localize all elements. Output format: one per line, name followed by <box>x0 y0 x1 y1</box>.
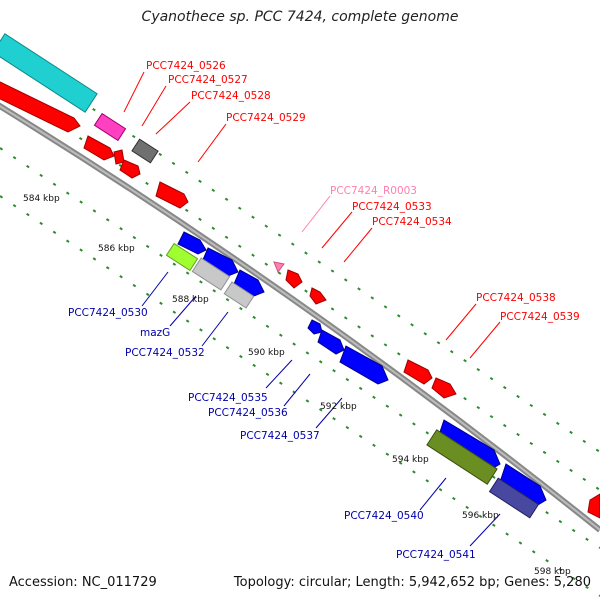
gene-label: PCC7424_0540 <box>344 510 424 522</box>
gene-label: PCC7424_0533 <box>352 201 432 213</box>
gene-arrow-blue-0535 <box>307 319 323 335</box>
gene-arrow-blue-1 <box>177 231 207 255</box>
scale-label: 596 kbp <box>462 511 499 521</box>
leader-0535 <box>265 359 293 389</box>
accession-text: Accession: NC_011729 <box>9 575 157 590</box>
gene-label: PCC7424_0532 <box>125 347 205 359</box>
leader-r0003 <box>301 195 331 233</box>
gene-arrow-red-0529 <box>155 181 189 209</box>
gene-label: PCC7424_0538 <box>476 292 556 304</box>
gene-label: PCC7424_R0003 <box>330 185 417 197</box>
gene-label: PCC7424_0526 <box>146 60 226 72</box>
gene-label: PCC7424_0539 <box>500 311 580 323</box>
genome-backbone-highlight <box>0 104 600 531</box>
gene-labels-bottom: PCC7424_0530 mazG PCC7424_0532 PCC7424_0… <box>68 307 476 561</box>
scale-label: 584 kbp <box>23 194 60 204</box>
forward-strand-features <box>0 33 600 519</box>
gene-arrow-blue-0536 <box>317 329 345 355</box>
leader-lines <box>123 71 501 547</box>
gene-label: PCC7424_0530 <box>68 307 148 319</box>
gene-arrow-red-0539 <box>431 377 457 399</box>
gene-arrow-red-0526 <box>83 135 115 161</box>
gene-block-navy-0541 <box>488 477 540 519</box>
scale-labels: 584 kbp 586 kbp 588 kbp 590 kbp 592 kbp … <box>23 194 571 577</box>
map-title: Cyanothece sp. PCC 7424, complete genome <box>141 9 459 25</box>
leader-0530 <box>141 271 169 307</box>
gene-label: PCC7424_0528 <box>191 90 271 102</box>
gene-arrow-red-left-1 <box>0 81 81 133</box>
gene-label: PCC7424_0541 <box>396 549 476 561</box>
gene-arrow-blue-0537 <box>339 345 389 385</box>
leader-0534 <box>343 227 373 263</box>
guide-line-inner-2 <box>0 195 600 597</box>
leader-0533 <box>321 211 353 249</box>
leader-0539 <box>469 321 501 359</box>
leader-0538 <box>445 303 477 341</box>
gene-label: PCC7424_0536 <box>208 407 288 419</box>
gene-arrow-red-0538 <box>403 359 433 385</box>
scale-label: 592 kbp <box>320 402 357 412</box>
gene-label: PCC7424_0534 <box>372 216 452 228</box>
gene-block-light-gray-mazg <box>191 257 231 291</box>
gene-arrow-red-0534 <box>309 287 327 305</box>
scale-label: 594 kbp <box>392 455 429 465</box>
reverse-strand-features <box>165 231 547 519</box>
leader-0527 <box>141 85 167 127</box>
leader-0529 <box>197 123 227 163</box>
gene-label: PCC7424_0537 <box>240 430 320 442</box>
gene-arrow-blue-3 <box>233 269 265 297</box>
genome-summary-text: Topology: circular; Length: 5,942,652 bp… <box>233 575 591 590</box>
gene-arrow-red-right <box>587 493 600 519</box>
gene-label: PCC7424_0527 <box>168 74 248 86</box>
gene-block-olive-0540 <box>426 429 498 485</box>
gene-label: PCC7424_0535 <box>188 392 268 404</box>
gene-arrow-red-0528 <box>119 159 141 179</box>
gene-labels-top: PCC7424_0526 PCC7424_0527 PCC7424_0528 P… <box>146 60 580 323</box>
leader-0537 <box>315 397 343 429</box>
gene-label: mazG <box>140 327 170 339</box>
leader-mazg <box>169 295 197 327</box>
gene-arrow-blue-5 <box>499 463 547 507</box>
scale-label: 598 kbp <box>534 567 571 577</box>
leader-0540 <box>419 477 447 511</box>
scale-label: 586 kbp <box>98 244 135 254</box>
gene-label: PCC7424_0529 <box>226 112 306 124</box>
scale-label: 590 kbp <box>248 348 285 358</box>
gene-block-dark-gray <box>131 138 159 164</box>
guide-line-outer-2 <box>0 45 600 453</box>
leader-0536 <box>283 373 311 407</box>
leader-0532 <box>201 311 229 347</box>
gene-arrow-red-0533 <box>285 269 303 289</box>
gene-block-lime-0530 <box>165 242 199 272</box>
gene-block-cyan <box>0 33 98 113</box>
gene-marker-pink-r0003 <box>273 261 285 274</box>
gene-block-magenta <box>93 112 127 142</box>
leader-0526 <box>123 71 145 113</box>
gene-block-light-gray-0532 <box>223 281 255 309</box>
leader-0541 <box>469 513 501 547</box>
leader-0528 <box>155 101 191 135</box>
scale-label: 588 kbp <box>172 295 209 305</box>
gene-arrow-red-0527 <box>113 149 125 165</box>
